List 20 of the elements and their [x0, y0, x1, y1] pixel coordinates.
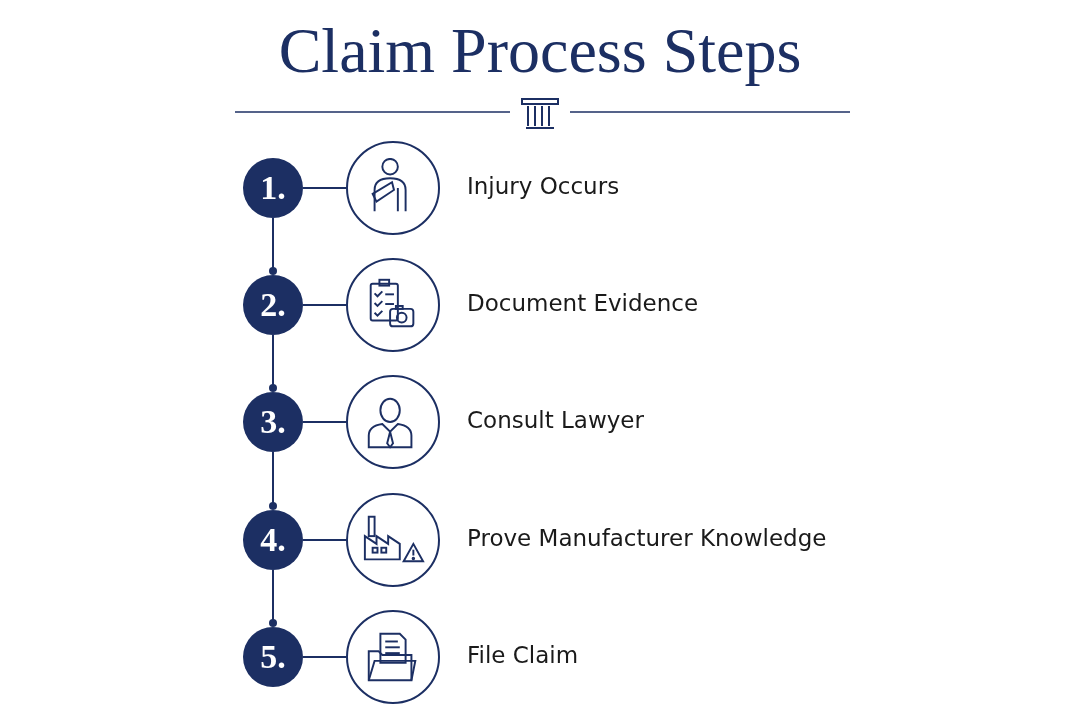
step-label: Document Evidence	[467, 290, 699, 316]
step-number: 4.	[243, 510, 303, 570]
step-label: File Claim	[467, 642, 579, 668]
step-label: Injury Occurs	[467, 173, 620, 199]
step-label: Prove Manufacturer Knowledge	[467, 525, 827, 551]
dotted-end-connector	[269, 334, 277, 392]
title: Claim Process Steps	[278, 15, 802, 86]
step-number: 5.	[243, 627, 303, 687]
connector-line	[302, 304, 347, 306]
connector-line	[302, 539, 347, 541]
dotted-end-connector	[269, 451, 277, 510]
step-label: Consult Lawyer	[467, 407, 644, 433]
connector-line	[302, 656, 347, 658]
dotted-end-connector	[269, 217, 277, 275]
step-number: 2.	[243, 275, 303, 335]
connector-line	[302, 421, 347, 423]
step-number: 1.	[243, 158, 303, 218]
connector-line	[302, 187, 347, 189]
dotted-end-connector	[269, 569, 277, 627]
step-number: 3.	[243, 392, 303, 452]
